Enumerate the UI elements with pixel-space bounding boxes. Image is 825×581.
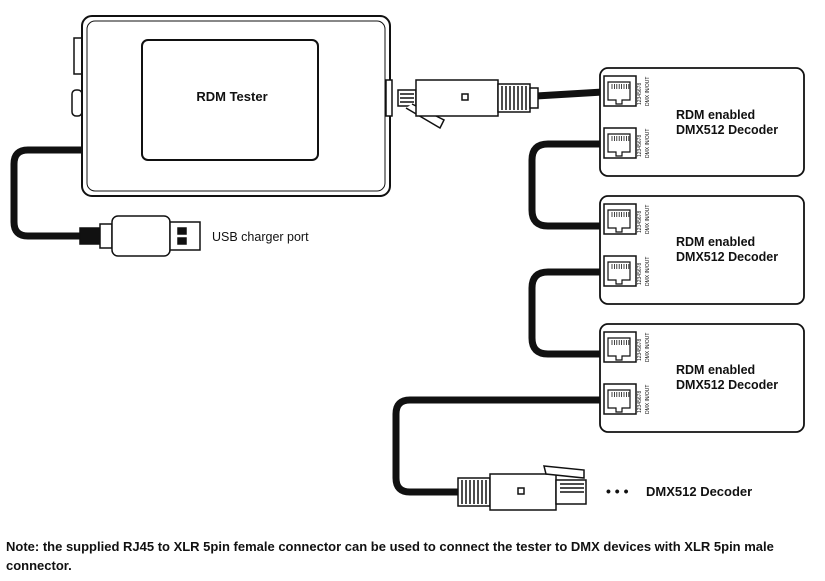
port-pin-text: 12345678 [637,211,643,233]
port-type-text: DMX IN/OUT [645,77,651,106]
port-type-text: DMX IN/OUT [645,129,651,158]
decoder-1-line2: DMX512 Decoder [676,123,778,137]
decoder-2: RDM enabled DMX512 Decoder [599,195,805,305]
port-pin-text: 12345678 [637,83,643,105]
decoder-2-line2: DMX512 Decoder [676,250,778,264]
rdm-tester-device: RDM Tester [71,15,393,197]
rj45-plug-chain-end [457,465,587,511]
port-pin-text: 12345678 [637,339,643,361]
port-type-text: DMX IN/OUT [645,333,651,362]
cable-decoder-2-to-decoder-3 [528,268,607,358]
usb-cable [10,146,86,240]
port-type-text: DMX IN/OUT [645,385,651,414]
decoder-1-line1: RDM enabled [676,108,755,122]
note-text: Note: the supplied RJ45 to XLR 5pin fema… [6,539,774,573]
cable-decoder-1-to-decoder-2 [528,140,607,230]
wiring-diagram: RDM Tester USB charger port RDM enabled [10,15,805,511]
tester-body-inner [86,20,386,192]
tester-label: RDM Tester [196,89,267,104]
decoder-3-line1: RDM enabled [676,363,755,377]
port-type-text: DMX IN/OUT [645,205,651,234]
cable-tester-to-decoder-1 [532,88,607,100]
tester-screen [141,39,319,161]
cable-decoder-3-to-next [392,396,607,496]
tester-rj45-port [385,79,393,117]
tester-side-knob [71,89,83,117]
cables [10,88,607,496]
rj45-plug-tester [397,79,539,130]
port-type-text: DMX IN/OUT [645,257,651,286]
port-pin-text: 12345678 [637,263,643,285]
rj45-latch-chain-end [543,465,585,479]
decoder-3-line2: DMX512 Decoder [676,378,778,392]
decoder-3: RDM enabled DMX512 Decoder [599,323,805,433]
chain-end-dots: • • • [606,483,629,499]
tester-side-button [73,37,83,75]
decoder-2-line1: RDM enabled [676,235,755,249]
usb-plug [79,215,201,257]
chain-end-label: DMX512 Decoder [646,484,752,499]
port-pin-text: 12345678 [637,135,643,157]
decoder-1: RDM enabled DMX512 Decoder [599,67,805,177]
port-pin-text: 12345678 [637,391,643,413]
usb-charger-label: USB charger port [212,230,309,244]
